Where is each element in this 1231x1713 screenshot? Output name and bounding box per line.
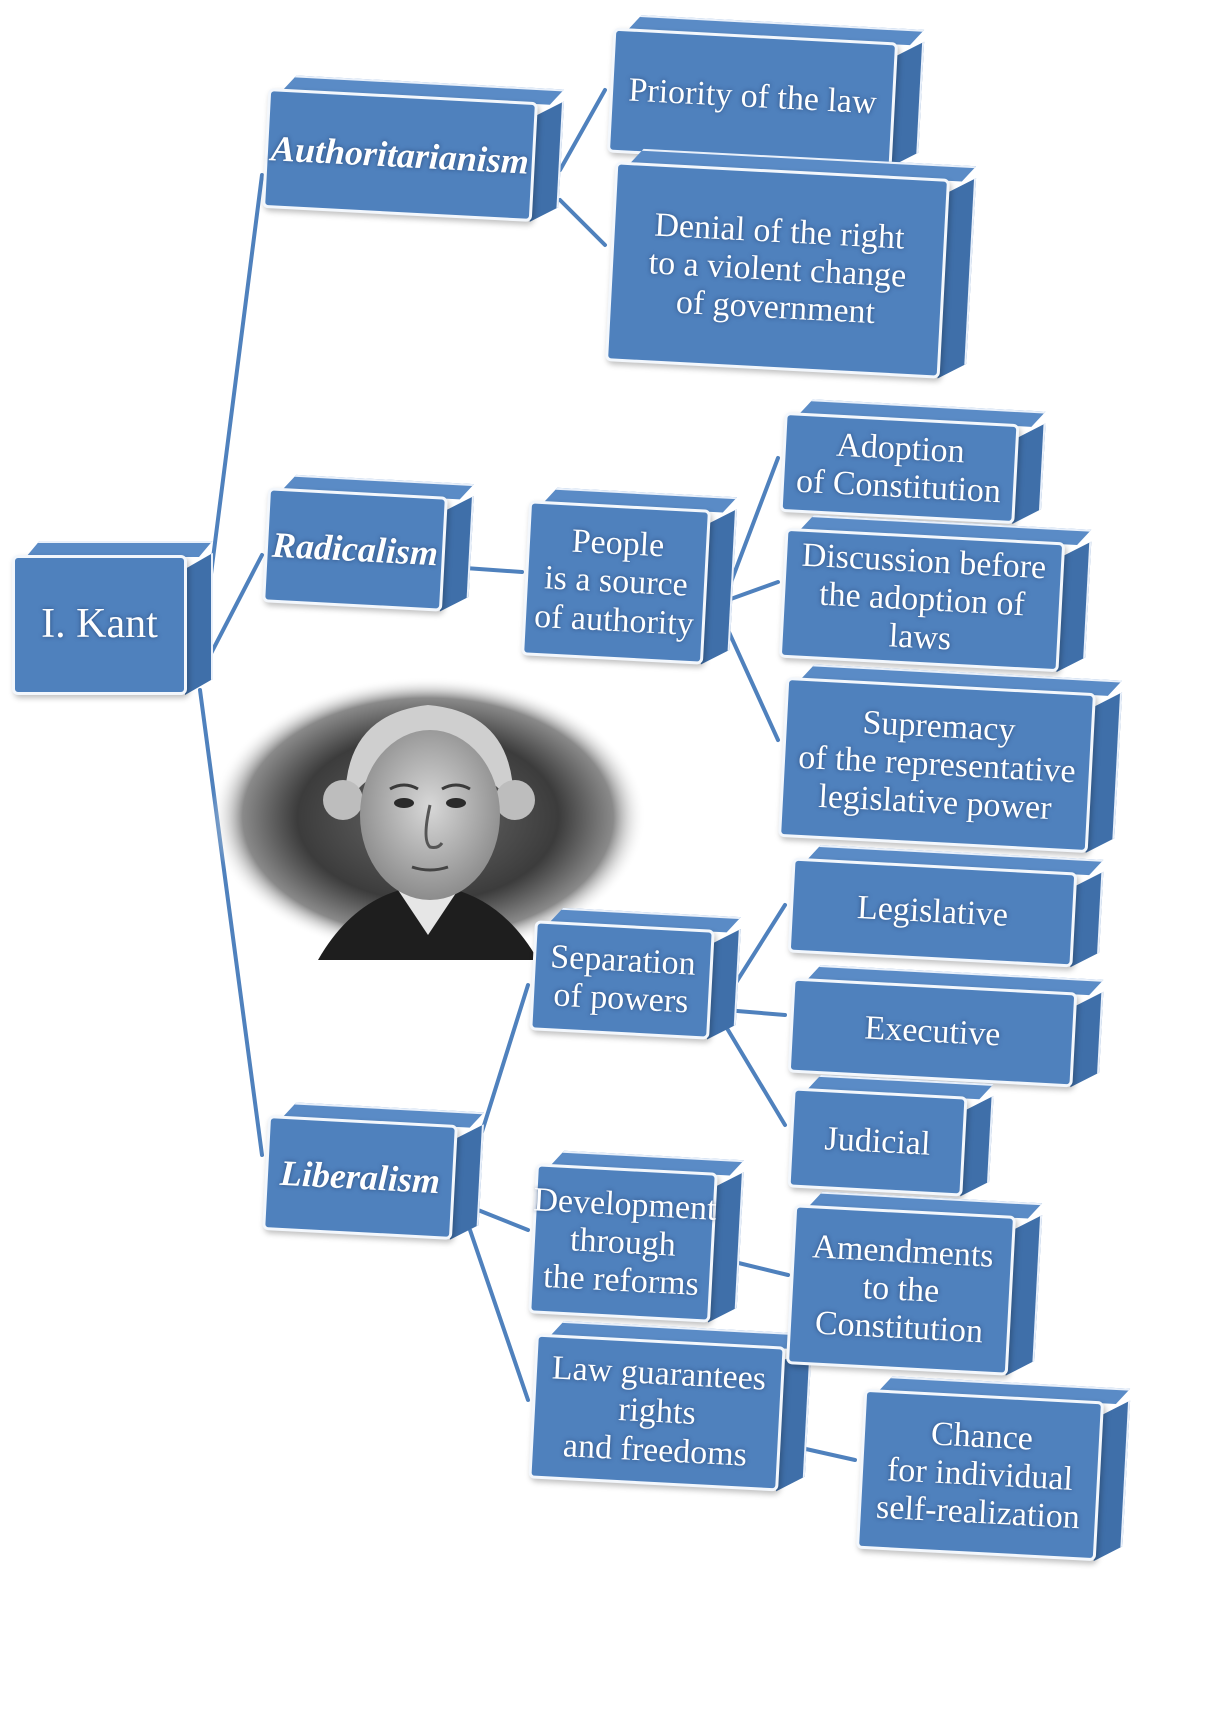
connector-liberalism-development xyxy=(476,1208,530,1232)
authoritarianism-item-box: Denial of the right to a violent change … xyxy=(604,148,977,379)
kant-portrait-icon xyxy=(210,677,646,960)
radicalism-item-box: Adoption of Constitution xyxy=(779,399,1046,525)
liberalism-principle-box: Separation of powers xyxy=(529,907,741,1040)
connector-root-liberalism xyxy=(198,688,264,1157)
root-box: I. Kant xyxy=(12,541,213,695)
principle-label: Separation of powers xyxy=(549,938,697,1021)
principle-label: Development through the reforms xyxy=(532,1181,718,1304)
doctrine-label: Liberalism xyxy=(279,1153,441,1202)
connector-auth-denial xyxy=(558,198,607,247)
principle-label: Law guarantees rights and freedoms xyxy=(551,1349,767,1474)
item-label: Supremacy of the representative legislat… xyxy=(797,703,1077,828)
freedom-label: Chance for individual self-realization xyxy=(875,1415,1081,1537)
power-box-executive: Executive xyxy=(787,965,1104,1088)
radicalism-item-box: Discussion before the adoption of laws xyxy=(778,515,1092,673)
connector-liberalism-law xyxy=(468,1228,530,1402)
liberalism-principle-box: Development through the reforms xyxy=(528,1150,744,1323)
radicalism-principle-box: People is a source of authority xyxy=(521,487,738,665)
doctrine-box-authoritarianism: Authoritarianism xyxy=(262,75,565,222)
connector-people-adoption xyxy=(726,456,780,592)
connector-people-supremacy xyxy=(726,628,780,742)
principle-label: People is a source of authority xyxy=(533,523,695,643)
reform-item-box: Amendments to the Constitution xyxy=(785,1191,1043,1376)
freedom-item-box: Chance for individual self-realization xyxy=(855,1376,1131,1562)
radicalism-item-box: Supremacy of the representative legislat… xyxy=(778,664,1123,854)
doctrine-label: Authoritarianism xyxy=(270,128,530,182)
connector-auth-priority xyxy=(558,88,607,172)
item-label: Priority of the law xyxy=(627,71,878,122)
item-label: Adoption of Constitution xyxy=(795,426,1002,511)
power-label: Executive xyxy=(863,1009,1002,1054)
liberalism-principle-box: Law guarantees rights and freedoms xyxy=(528,1321,812,1492)
root-label: I. Kant xyxy=(41,601,158,648)
connector-root-radicalism xyxy=(203,553,264,667)
power-box-judicial: Judicial xyxy=(787,1074,994,1197)
item-label: Denial of the right to a violent change … xyxy=(647,206,908,332)
power-label: Judicial xyxy=(823,1120,932,1163)
authoritarianism-item-box: Priority of the law xyxy=(606,15,925,168)
reform-label: Amendments to the Constitution xyxy=(811,1228,995,1351)
doctrine-label: Radicalism xyxy=(271,525,439,574)
doctrine-box-liberalism: Liberalism xyxy=(262,1102,485,1240)
power-box-legislative: Legislative xyxy=(787,845,1104,968)
item-label: Discussion before the adoption of laws xyxy=(800,536,1048,658)
connector-radicalism-people xyxy=(463,566,524,574)
power-label: Legislative xyxy=(856,889,1009,935)
doctrine-box-radicalism: Radicalism xyxy=(262,474,475,612)
connector-separation-judicial xyxy=(723,1023,787,1127)
connector-people-discussion xyxy=(726,580,780,602)
